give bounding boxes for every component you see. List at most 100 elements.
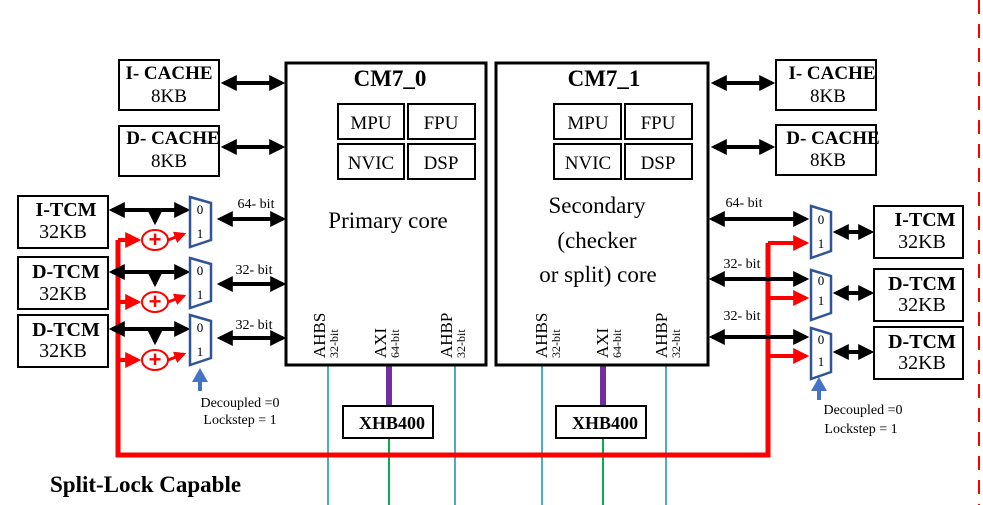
left-dtcm1-bus-width: 32- bit bbox=[236, 318, 273, 333]
svg-text:+: + bbox=[149, 289, 162, 314]
svg-text:AXI: AXI bbox=[593, 327, 612, 358]
svg-text:I- CACHE: I- CACHE bbox=[125, 63, 212, 84]
svg-text:+: + bbox=[149, 227, 162, 252]
svg-text:32KB: 32KB bbox=[898, 294, 946, 316]
svg-text:NVIC: NVIC bbox=[565, 153, 611, 174]
svg-text:0: 0 bbox=[818, 273, 825, 288]
svg-text:32KB: 32KB bbox=[39, 221, 87, 243]
core1-dsp bbox=[624, 143, 693, 180]
core-cm7-0: CM7_0 MPU FPU NVIC DSP Primary core AHBS… bbox=[284, 61, 488, 367]
left-mux-itcm: 0 1 bbox=[188, 195, 213, 249]
svg-text:1: 1 bbox=[197, 287, 204, 302]
svg-text:XHB400: XHB400 bbox=[572, 413, 638, 433]
svg-text:AHBS: AHBS bbox=[310, 313, 329, 358]
svg-text:1: 1 bbox=[818, 354, 825, 369]
left-dcache: D- CACHE 8KB bbox=[118, 125, 220, 177]
right-itcm: I-TCM 32KB bbox=[873, 205, 964, 259]
left-select-label-decoupled: Decoupled =0 bbox=[200, 396, 279, 411]
svg-text:CM7_0: CM7_0 bbox=[354, 66, 427, 91]
svg-text:DSP: DSP bbox=[424, 153, 459, 174]
svg-text:1: 1 bbox=[818, 236, 825, 251]
svg-text:D-TCM: D-TCM bbox=[32, 261, 100, 283]
svg-text:D- CACHE: D- CACHE bbox=[126, 128, 219, 149]
svg-text:I-TCM: I-TCM bbox=[894, 209, 955, 231]
comparator-dtcm0: + bbox=[141, 289, 187, 314]
core-cm7-1: CM7_1 MPU FPU NVIC DSP Secondary (checke… bbox=[494, 61, 710, 367]
left-mux-dtcm1: 0 1 bbox=[188, 313, 213, 367]
svg-text:32KB: 32KB bbox=[39, 340, 87, 362]
svg-text:D- CACHE: D- CACHE bbox=[786, 128, 879, 149]
svg-text:or split) core: or split) core bbox=[539, 262, 657, 287]
svg-text:XHB400: XHB400 bbox=[359, 413, 425, 433]
svg-text:0: 0 bbox=[197, 202, 204, 217]
svg-text:I- CACHE: I- CACHE bbox=[788, 63, 875, 84]
svg-text:I-TCM: I-TCM bbox=[35, 199, 96, 221]
right-dtcm-0: D-TCM 32KB bbox=[873, 268, 964, 322]
svg-text:CM7_1: CM7_1 bbox=[568, 66, 641, 91]
core1-mpu bbox=[553, 103, 622, 140]
svg-text:FPU: FPU bbox=[424, 113, 459, 134]
left-mux-dtcm0: 0 1 bbox=[188, 256, 213, 310]
core0-bridge-xhb400: XHB400 bbox=[342, 405, 434, 439]
svg-text:32KB: 32KB bbox=[898, 231, 946, 253]
core1-nvic bbox=[553, 143, 622, 180]
svg-text:MPU: MPU bbox=[567, 113, 608, 134]
svg-text:D-TCM: D-TCM bbox=[32, 319, 100, 341]
svg-text:D-TCM: D-TCM bbox=[888, 273, 956, 295]
svg-text:32KB: 32KB bbox=[898, 352, 946, 374]
svg-text:AHBS: AHBS bbox=[532, 313, 551, 358]
right-mux-dtcm0: 0 1 bbox=[809, 268, 833, 322]
core1-bridge-xhb400: XHB400 bbox=[555, 405, 647, 439]
right-select-label-decoupled: Decoupled =0 bbox=[823, 403, 902, 418]
svg-text:8KB: 8KB bbox=[810, 150, 846, 171]
core0-dsp bbox=[407, 143, 476, 180]
svg-text:NVIC: NVIC bbox=[348, 153, 394, 174]
left-connectors bbox=[108, 75, 287, 346]
left-dtcm-1: D-TCM 32KB bbox=[17, 314, 109, 368]
core0-mpu bbox=[337, 103, 405, 140]
bus-lines bbox=[327, 366, 667, 505]
right-dtcm-1: D-TCM 32KB bbox=[873, 326, 964, 380]
svg-text:8KB: 8KB bbox=[151, 86, 187, 107]
comparator-dtcm1: + bbox=[141, 347, 187, 372]
svg-text:AHBP: AHBP bbox=[437, 313, 456, 358]
svg-text:0: 0 bbox=[197, 320, 204, 335]
right-select-label-lockstep: Lockstep = 1 bbox=[824, 422, 897, 437]
svg-text:32KB: 32KB bbox=[39, 283, 87, 305]
svg-text:1: 1 bbox=[197, 226, 204, 241]
diagram-caption: Split-Lock Capable bbox=[50, 472, 241, 497]
core1-fpu bbox=[624, 103, 693, 140]
right-dcache: D- CACHE 8KB bbox=[775, 124, 880, 176]
right-connectors bbox=[708, 75, 875, 360]
core0-fpu bbox=[407, 103, 476, 140]
left-muxes: 0 1 0 1 0 1 bbox=[188, 195, 213, 367]
comparator-itcm: + bbox=[141, 227, 187, 252]
svg-text:1: 1 bbox=[818, 293, 825, 308]
left-dtcm0-bus-width: 32- bit bbox=[236, 263, 273, 278]
right-muxes: 0 1 0 1 0 1 bbox=[809, 204, 833, 381]
left-icache: I- CACHE 8KB bbox=[118, 59, 220, 111]
right-mux-itcm: 0 1 bbox=[809, 204, 833, 260]
right-mux-dtcm1: 0 1 bbox=[809, 326, 833, 381]
svg-text:MPU: MPU bbox=[350, 113, 391, 134]
svg-text:32-bit: 32-bit bbox=[549, 329, 563, 358]
svg-text:DSP: DSP bbox=[641, 153, 676, 174]
right-dtcm1-bus-width: 32- bit bbox=[724, 309, 761, 324]
svg-text:0: 0 bbox=[197, 263, 204, 278]
comparators: + + + bbox=[141, 227, 187, 372]
right-dtcm0-bus-width: 32- bit bbox=[724, 257, 761, 272]
svg-text:64-bit: 64-bit bbox=[610, 329, 624, 358]
svg-text:(checker: (checker bbox=[557, 228, 636, 253]
right-select-arrow-icon bbox=[811, 377, 827, 400]
left-itcm: I-TCM 32KB bbox=[17, 195, 109, 249]
svg-text:FPU: FPU bbox=[641, 113, 676, 134]
svg-text:0: 0 bbox=[818, 332, 825, 347]
left-select-label-lockstep: Lockstep = 1 bbox=[203, 413, 276, 428]
left-dtcm-0: D-TCM 32KB bbox=[17, 256, 109, 310]
right-icache: I- CACHE 8KB bbox=[775, 59, 877, 111]
svg-text:1: 1 bbox=[197, 344, 204, 359]
svg-text:AHBP: AHBP bbox=[652, 313, 671, 358]
core0-nvic bbox=[337, 143, 405, 180]
svg-text:64-bit: 64-bit bbox=[388, 329, 402, 358]
